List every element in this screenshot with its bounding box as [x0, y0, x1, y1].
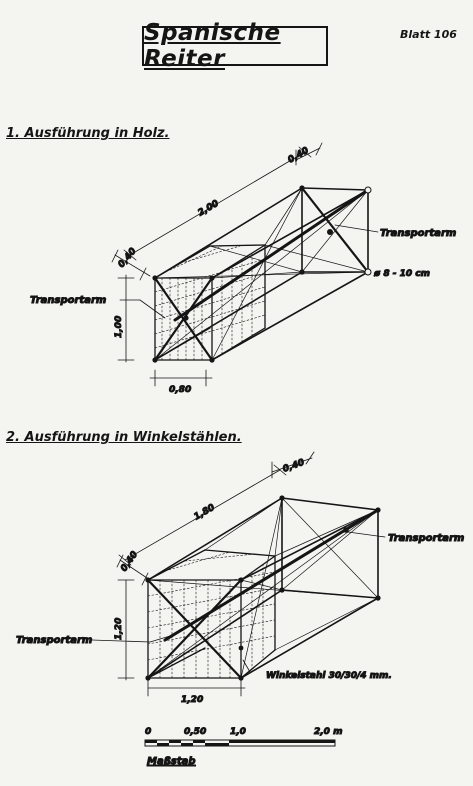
steel-dim-width: 1,20	[181, 695, 203, 705]
scale-bar: 0 0,50 1,0 2,0 m Maßstab	[144, 727, 343, 768]
scale-label: Maßstab	[147, 756, 196, 767]
steel-cross-bars	[146, 578, 243, 680]
wood-long-beams	[154, 187, 369, 361]
scale-bar-segments	[145, 740, 335, 746]
steel-frame-figure: 1,80 0,40 0,40 1,20 1,20 Transportarm Tr…	[16, 451, 465, 706]
wood-dim-width: 0,80	[169, 385, 191, 395]
scale-tick-0: 0	[145, 727, 151, 737]
wood-dimension-lines	[111, 142, 323, 387]
wood-frame-figure: 2,00 0,40 0,40 1,00 0,80 Transportarm Tr…	[30, 142, 457, 396]
steel-long-beams	[147, 497, 379, 679]
wood-label-diameter: ø 8 - 10 cm	[373, 269, 430, 279]
scale-tick-20: 2,0 m	[314, 727, 342, 737]
steel-dim-top: 0,40	[282, 458, 306, 475]
wood-transport-arm	[173, 188, 370, 322]
wood-dim-length: 2,00	[197, 199, 221, 219]
steel-dim-height: 1,20	[114, 618, 124, 640]
steel-dimension-lines	[116, 451, 315, 697]
steel-label-transport-right: Transportarm	[388, 533, 464, 544]
wood-end-pegs	[364, 186, 372, 276]
title-box: Spanische Reiter	[142, 20, 328, 72]
wood-leaders	[119, 224, 379, 319]
steel-label-angle: Winkelstahl 30/30/4 mm.	[266, 671, 392, 681]
steel-box-frame	[147, 549, 276, 679]
scale-tick-10: 1,0	[230, 727, 246, 737]
steel-leaders	[91, 531, 386, 673]
sheet-number: Blatt 106	[400, 28, 457, 41]
wood-label-transport-left: Transportarm	[30, 295, 106, 306]
steel-joints	[145, 495, 381, 681]
wood-dim-height: 1,00	[114, 316, 124, 338]
wood-dim-top: 0,40	[287, 146, 311, 166]
section-heading-wood: 1. Ausführung in Holz.	[6, 126, 170, 141]
wood-joints	[152, 185, 333, 363]
steel-label-transport-left: Transportarm	[16, 635, 92, 646]
steel-barbed-wire	[147, 551, 276, 679]
wood-label-transport-right: Transportarm	[380, 228, 456, 239]
wood-barbed-wire	[154, 245, 266, 361]
page-title: Spanische Reiter	[144, 20, 281, 72]
steel-dim-length: 1,80	[193, 503, 217, 523]
section-heading-steel: 2. Ausführung in Winkelstählen.	[6, 430, 242, 445]
wood-wires	[154, 187, 369, 361]
wood-dim-side: 0,40	[117, 246, 139, 269]
scale-tick-050: 0,50	[184, 727, 206, 737]
